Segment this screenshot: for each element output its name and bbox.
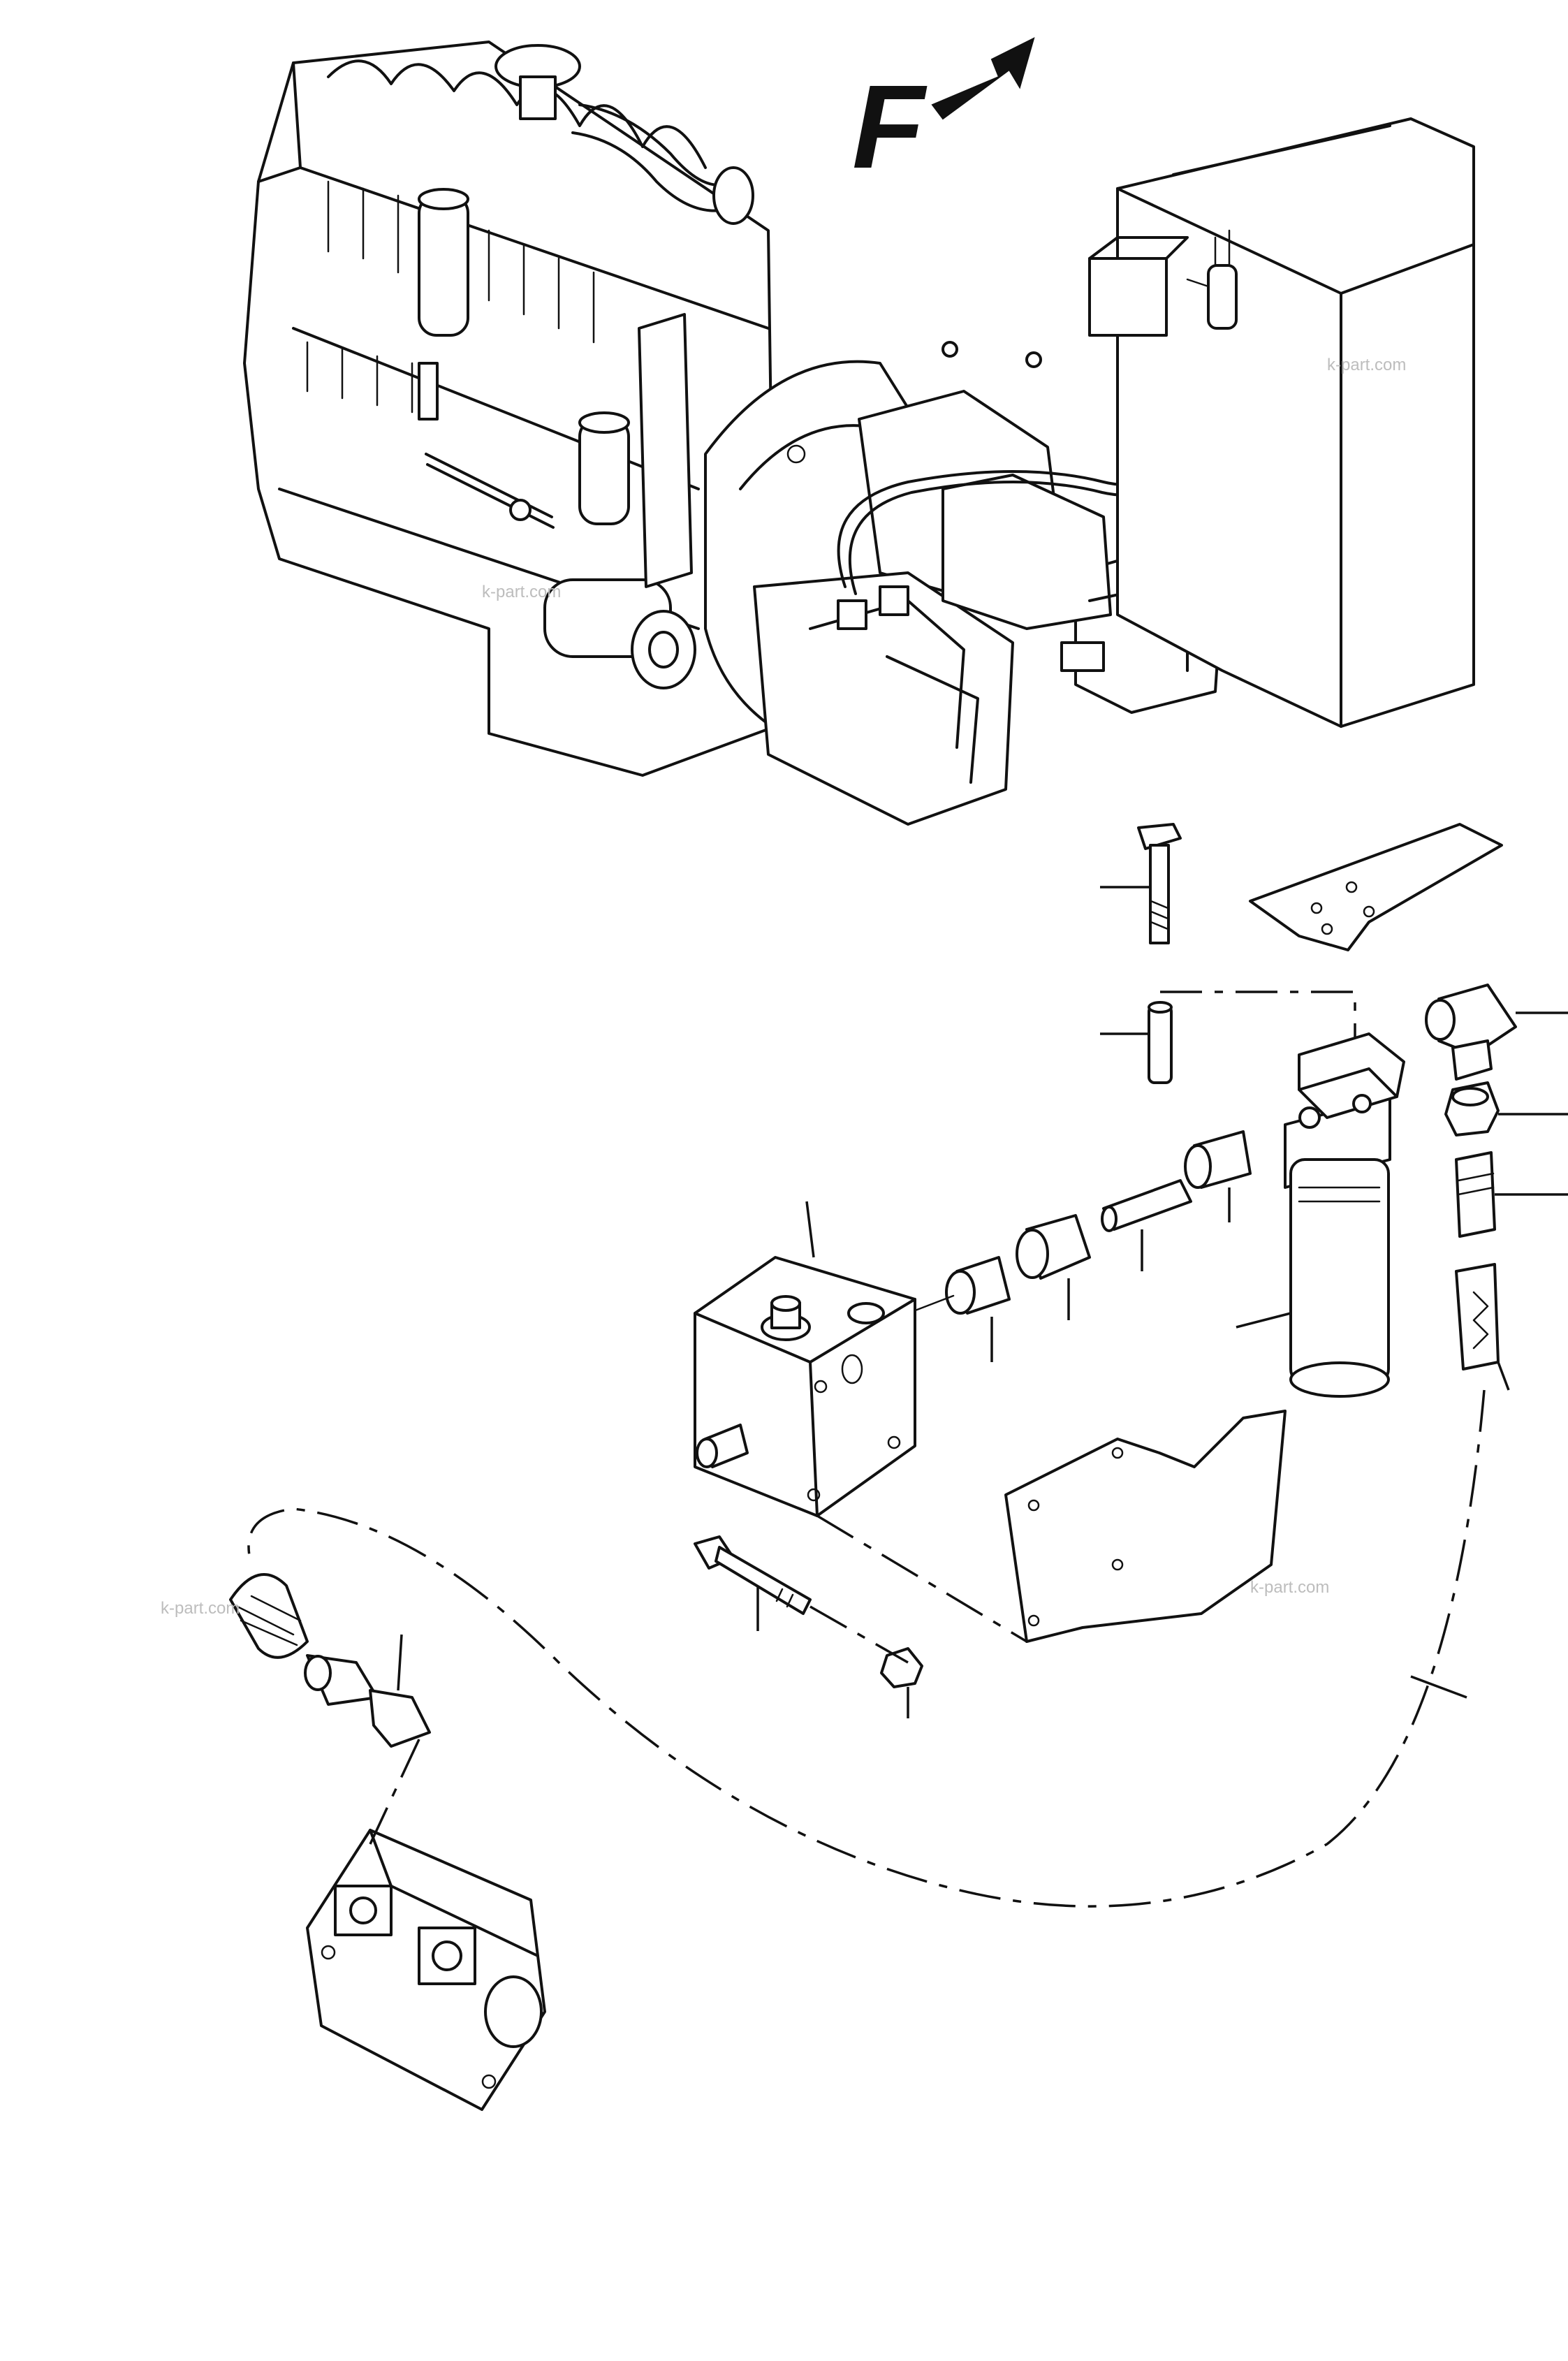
hose-end-fitting — [229, 1573, 431, 1748]
watermark-2: k-part.com — [482, 583, 561, 601]
fitting-tube — [1101, 1179, 1192, 1271]
watermark-4: k-part.com — [161, 1599, 240, 1618]
front-direction-label: F — [852, 61, 928, 193]
pilot-pump-module — [306, 1739, 546, 2111]
fitting-nut — [1016, 1214, 1091, 1320]
front-arrow-icon — [931, 37, 1035, 120]
valve-block — [694, 1201, 916, 1517]
watermark-1: k-part.com — [1327, 356, 1406, 374]
elbow-fitting-set — [1425, 984, 1568, 1391]
hose-routing-line — [247, 1389, 1486, 1908]
fitting-connector-1 — [1184, 1130, 1252, 1222]
lower-bracket-plate — [1004, 1410, 1287, 1643]
watermark-3: k-part.com — [1250, 1578, 1329, 1597]
front-direction-marker: F — [852, 37, 1035, 193]
hydraulic-filter — [1236, 1032, 1405, 1398]
bolt-and-spacer-set — [1100, 823, 1356, 1084]
fitting-adapter — [945, 1256, 1011, 1362]
fitting-chain — [907, 1130, 1252, 1362]
mounting-bracket-plate — [1249, 823, 1503, 951]
lower-bolt-and-nut — [694, 1514, 1027, 1718]
engine-assembly — [243, 41, 1475, 826]
